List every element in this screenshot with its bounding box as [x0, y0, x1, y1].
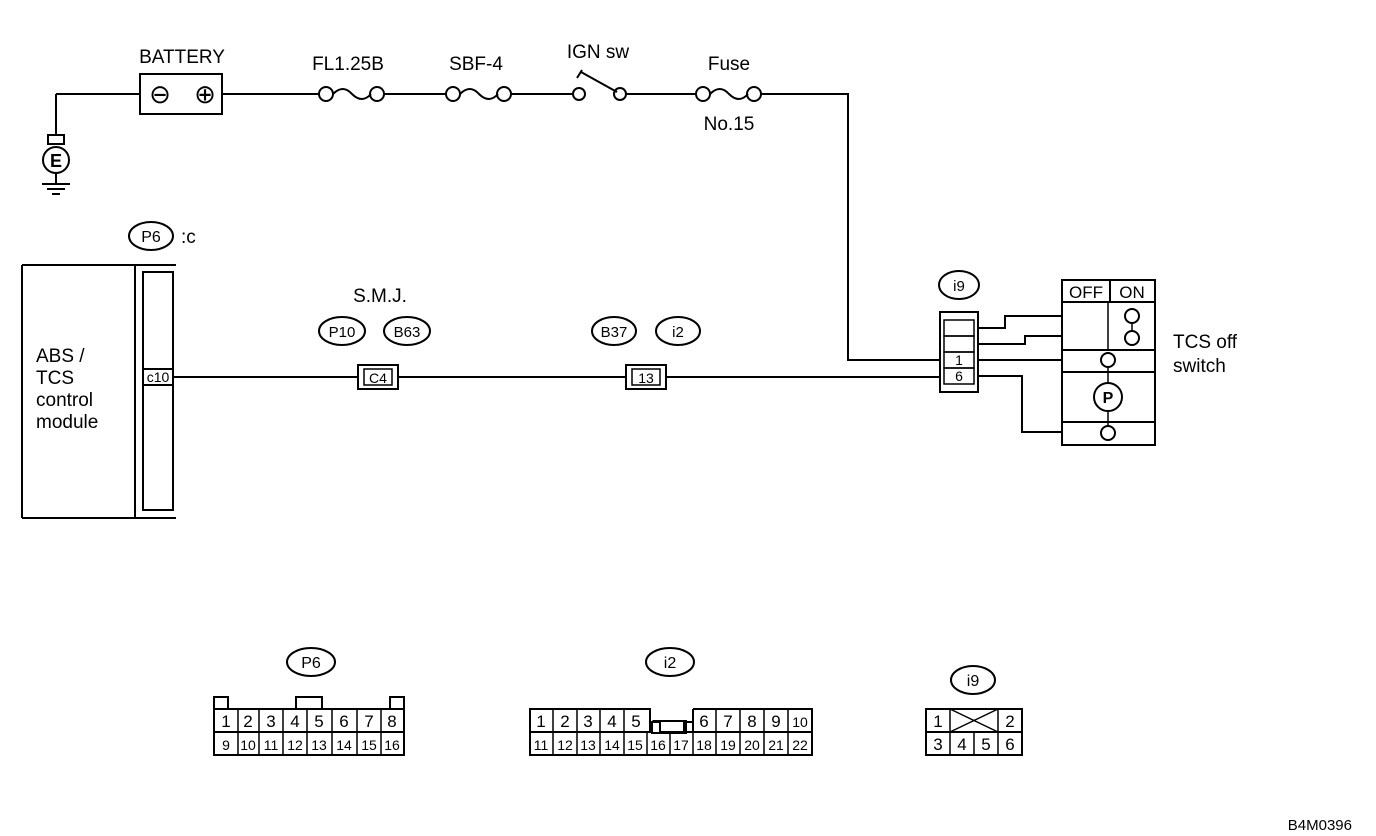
- i2-pin-20: 20: [744, 737, 760, 753]
- junction-connector-i2: i2: [672, 324, 684, 341]
- fusible-link-2-label: SBF-4: [449, 54, 503, 75]
- tcs-switch-label-line-2: switch: [1173, 356, 1226, 377]
- junction-connector-b37: B37: [601, 324, 628, 341]
- fuse-number: No.15: [704, 114, 755, 135]
- i9-face-pin-1: 1: [933, 712, 942, 731]
- junction-pin-13: 13: [638, 370, 654, 386]
- battery-positive-terminal: ⊕: [194, 79, 216, 109]
- module-connector-name: P6: [141, 229, 161, 246]
- i9-face-pin-4: 4: [957, 735, 966, 754]
- i9-face-pin-6: 6: [1005, 735, 1014, 754]
- i9-face-pin-5: 5: [981, 735, 990, 754]
- ground-label: E: [50, 151, 62, 171]
- battery: BATTERY ⊖ ⊕: [139, 47, 225, 115]
- p6-pin-6: 6: [339, 712, 348, 731]
- i2-pin-13: 13: [580, 737, 596, 753]
- module-label-line-2: TCS: [36, 368, 74, 389]
- connector-diagram-p6-title: P6: [301, 655, 321, 672]
- fuse-label: Fuse: [708, 54, 750, 75]
- i2-pin-4: 4: [607, 712, 616, 731]
- p6-pin-1: 1: [221, 712, 230, 731]
- fusible-link-fl125b: FL1.25B: [312, 54, 385, 102]
- p6-pin-11: 11: [264, 737, 279, 753]
- smj-connector: S.M.J. P10 B63 C4: [318, 286, 431, 390]
- i2-pin-11: 11: [534, 737, 549, 753]
- tcs-switch-off-label: OFF: [1069, 283, 1103, 302]
- smj-pin-c4: C4: [369, 370, 387, 386]
- module-label-line-4: module: [36, 412, 98, 433]
- smj-connector-b63: B63: [394, 324, 421, 341]
- i2-pin-19: 19: [720, 737, 736, 753]
- i9-face-pin-3: 3: [933, 735, 942, 754]
- i9-face-pin-2: 2: [1005, 712, 1014, 731]
- ignition-switch-label: IGN sw: [567, 42, 630, 63]
- i2-pin-14: 14: [604, 737, 620, 753]
- tcs-switch-assembly: i9 1 6 OFF ON P TCS off switch: [938, 270, 1238, 446]
- p6-pin-2: 2: [243, 712, 252, 731]
- module-label-line-3: control: [36, 390, 93, 411]
- p6-pin-10: 10: [240, 737, 256, 753]
- p6-pin-8: 8: [387, 712, 396, 731]
- tcs-switch-connector-i9: i9: [953, 278, 965, 295]
- i2-pin-16: 16: [650, 737, 666, 753]
- p6-pin-15: 15: [361, 737, 377, 753]
- ignition-switch: IGN sw: [567, 42, 630, 101]
- module-pin-c10: c10: [147, 369, 170, 385]
- tcs-switch-on-label: ON: [1119, 283, 1145, 302]
- control-module: P6 :c ABS / TCS control module c10: [21, 221, 196, 519]
- smj-label: S.M.J.: [353, 286, 407, 307]
- i2-pin-15: 15: [627, 737, 643, 753]
- i2-pin-18: 18: [696, 737, 712, 753]
- i9-pin-6: 6: [955, 368, 963, 384]
- connector-diagram-i2: i2 1 2 3 4 5 6: [529, 647, 813, 756]
- i2-pin-17: 17: [673, 737, 689, 753]
- battery-negative-terminal: ⊖: [149, 79, 171, 109]
- p6-pin-12: 12: [287, 737, 303, 753]
- p6-pin-14: 14: [336, 737, 352, 753]
- i2-pin-9: 9: [771, 712, 780, 731]
- fusible-link-sbf4: SBF-4: [445, 54, 512, 102]
- fusible-link-1-label: FL1.25B: [312, 54, 384, 75]
- connector-tag-p6: P6: [128, 221, 174, 251]
- module-label-line-1: ABS /: [36, 346, 85, 367]
- i2-pin-1: 1: [536, 712, 545, 731]
- p6-pin-16: 16: [384, 737, 400, 753]
- i2-pin-21: 21: [768, 737, 784, 753]
- i2-pin-2: 2: [560, 712, 569, 731]
- p6-pin-13: 13: [311, 737, 327, 753]
- i2-pin-22: 22: [792, 737, 808, 753]
- tcs-switch-label-line-1: TCS off: [1173, 332, 1238, 353]
- i9-pin-1: 1: [955, 352, 963, 368]
- i2-pin-10: 10: [792, 714, 808, 730]
- battery-label: BATTERY: [139, 47, 225, 68]
- connector-diagram-p6: P6 1 2 3 4 5 6 7 8 9 10 11: [213, 647, 405, 756]
- p6-pin-7: 7: [364, 712, 373, 731]
- tcs-switch-lamp-symbol: P: [1103, 390, 1114, 407]
- i2-pin-8: 8: [747, 712, 756, 731]
- module-connector-suffix: :c: [181, 227, 196, 248]
- i2-pin-7: 7: [723, 712, 732, 731]
- p6-pin-4: 4: [290, 712, 299, 731]
- fuse-no15: Fuse No.15: [695, 54, 762, 135]
- connector-diagram-i2-title: i2: [664, 655, 677, 672]
- p6-pin-5: 5: [314, 712, 323, 731]
- diagram-code: B4M0396: [1288, 817, 1352, 834]
- connector-diagram-i9: i9 1 2 3 4 5 6: [925, 665, 1023, 756]
- connector-diagram-i9-title: i9: [967, 673, 980, 690]
- i2-pin-3: 3: [583, 712, 592, 731]
- junction-connector: B37 i2 13: [591, 316, 701, 390]
- i2-pin-5: 5: [631, 712, 640, 731]
- ground-symbol: E: [42, 93, 140, 195]
- p6-pin-9: 9: [222, 737, 230, 753]
- power-line: E BATTERY ⊖ ⊕ FL1.25B SBF-4: [42, 42, 945, 361]
- i2-pin-12: 12: [557, 737, 573, 753]
- smj-connector-p10: P10: [329, 324, 356, 341]
- p6-pin-3: 3: [266, 712, 275, 731]
- i2-pin-6: 6: [699, 712, 708, 731]
